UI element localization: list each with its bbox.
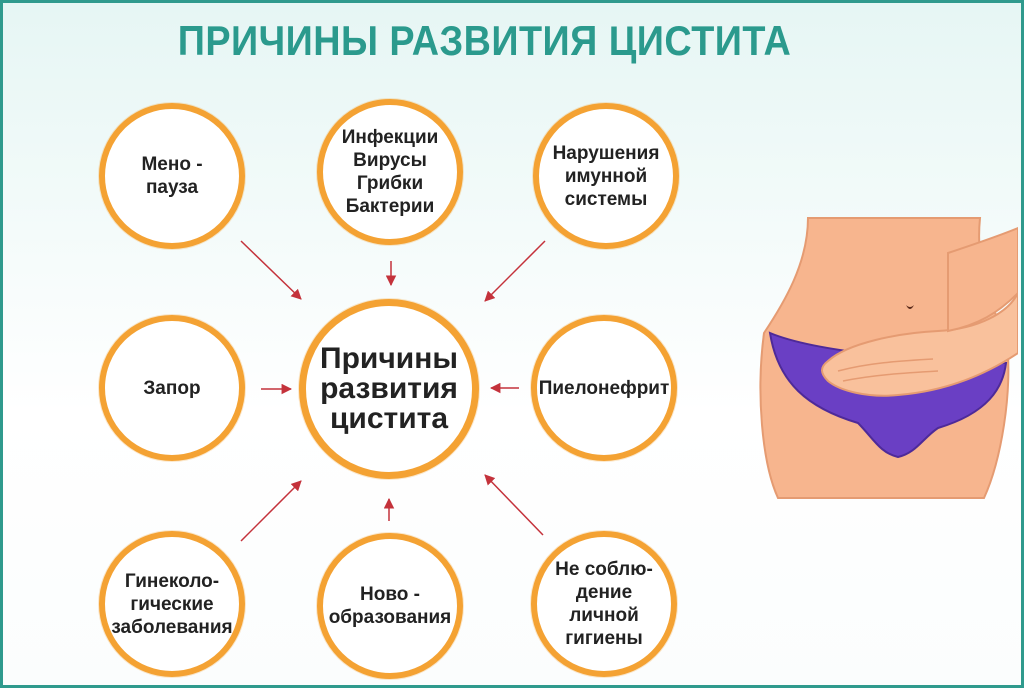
cause-pyelonephritis: Пиелонефрит [531,315,677,461]
arrow-hygiene [484,474,544,536]
cause-menopause: Мено - пауза [99,103,245,249]
arrow-menopause [240,240,302,300]
arrow-gynecological [240,480,302,542]
cause-hygiene: Не соблю- дение личной гигиены [531,531,677,677]
center-label: Причины развития цистита [320,342,458,435]
arrows-layer [240,240,546,542]
cause-neoplasms-label: Ново - образования [328,584,452,628]
cause-constipation-label: Запор [143,377,201,399]
finger-lines [837,358,939,382]
cause-hygiene-label: Не соблю- дение личной гигиены [555,559,653,649]
cause-gynecological: Гинеколо- гические заболевания [99,531,245,677]
cause-immune-disorders-label: Нарушения имунной системы [552,142,660,210]
cause-neoplasms: Ново - образования [317,533,463,679]
cause-infections: Инфекции Вирусы Грибки Бактерии [317,99,463,245]
cause-immune-disorders: Нарушения имунной системы [533,103,679,249]
center-node: Причины развития цистита [299,299,479,479]
navel [906,305,914,309]
cause-constipation: Запор [99,315,245,461]
cause-infections-label: Инфекции Вирусы Грибки Бактерии [341,127,439,217]
arrow-immune [484,240,546,302]
diagram-title: ПРИЧИНЫ РАЗВИТИЯ ЦИСТИТА [177,17,792,64]
body-illustration [759,217,1018,499]
cause-pyelonephritis-label: Пиелонефрит [538,377,670,399]
arm [947,226,1018,333]
hand [821,292,1018,397]
cause-gynecological-label: Гинеколо- гические заболевания [111,570,233,638]
cause-menopause-label: Мено - пауза [141,154,203,198]
